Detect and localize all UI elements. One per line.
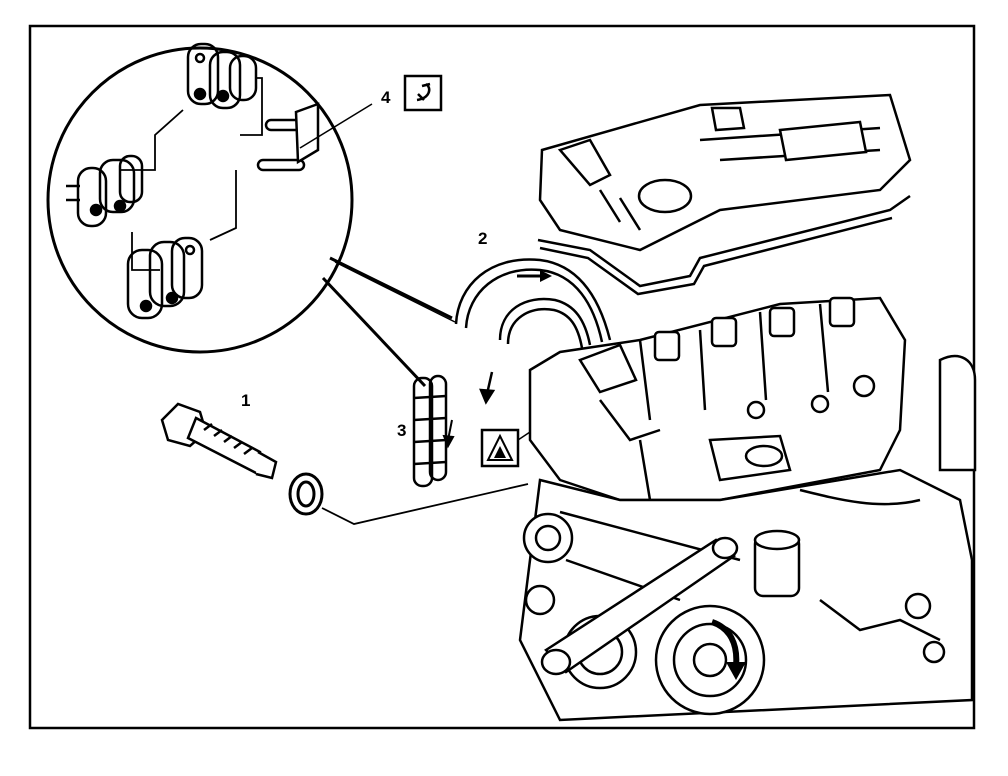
chain-direction-arrow: [517, 270, 552, 282]
timing-chain-upper: [454, 258, 612, 349]
warning-triangle-icon: [480, 428, 520, 468]
chain-tensioner-part: [160, 402, 278, 480]
callout-3: 3: [397, 421, 406, 440]
callout-4: 4: [381, 88, 391, 107]
wrench-tool: [540, 536, 739, 676]
detail-chain-links-bottom: [126, 236, 204, 320]
callout-1: 1: [241, 391, 250, 410]
callout-2: 2: [478, 229, 487, 248]
sealing-ring-leader: [321, 483, 529, 525]
detail-magnifier: [46, 42, 456, 388]
timing-chain-loose: [412, 374, 448, 488]
crankshaft-pulley: [522, 510, 766, 716]
detail-chain-links-left: [66, 154, 144, 228]
valve-cover-gasket: [537, 194, 911, 296]
chain-down-arrow: [479, 371, 496, 405]
callout-4-leader: [299, 103, 373, 149]
detail-chain-links-top: [186, 42, 258, 110]
valve-cover: [538, 93, 912, 252]
sealing-ring: [288, 472, 324, 516]
chain-small-arrow: [442, 419, 455, 449]
rotation-arrow: [710, 619, 746, 680]
cylinder-head: [528, 296, 907, 502]
tool-symbol-icon: [403, 74, 443, 112]
